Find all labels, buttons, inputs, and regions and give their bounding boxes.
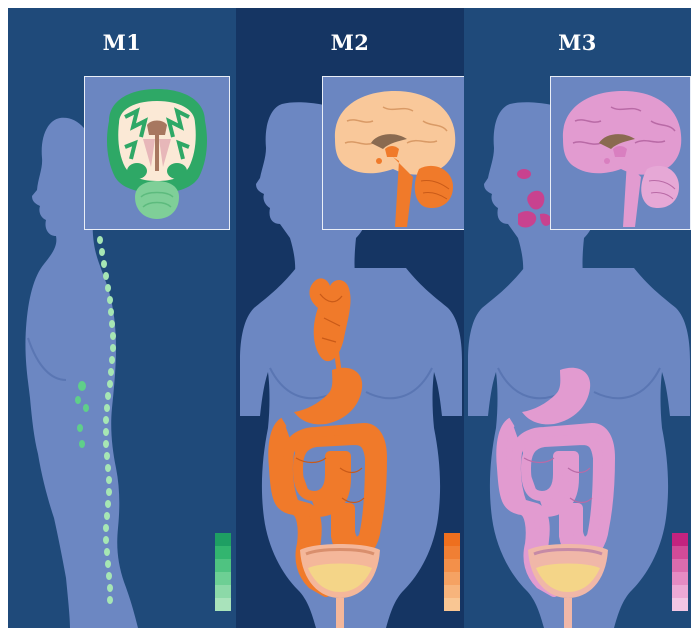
brain-sagittal-section (551, 77, 689, 228)
legend-swatch (672, 559, 688, 572)
legend-color-scale-m1 (215, 533, 231, 611)
brain-coronal-section (85, 77, 228, 228)
legend-color-scale-m2 (444, 533, 460, 611)
legend-swatch (215, 598, 231, 611)
panel-m1: M1 (8, 8, 236, 628)
legend-swatch (215, 559, 231, 572)
legend-swatch (672, 585, 688, 598)
brain-sagittal-inset (322, 76, 464, 230)
legend-swatch (444, 533, 460, 546)
legend-swatch (215, 572, 231, 585)
legend-swatch (444, 559, 460, 572)
brain-coronal-inset (84, 76, 230, 230)
legend-swatch (672, 533, 688, 546)
legend-color-scale-m3 (672, 533, 688, 611)
legend-swatch (215, 533, 231, 546)
brain-sagittal-section (323, 77, 464, 228)
legend-swatch (444, 598, 460, 611)
legend-swatch (672, 572, 688, 585)
legend-swatch (672, 598, 688, 611)
legend-swatch (444, 572, 460, 585)
panel-title-m2: M2 (236, 30, 464, 55)
panel-title-m1: M1 (8, 30, 236, 55)
legend-swatch (444, 546, 460, 559)
legend-swatch (215, 546, 231, 559)
legend-swatch (215, 585, 231, 598)
brain-sagittal-inset (550, 76, 691, 230)
legend-swatch (672, 546, 688, 559)
panel-m2: M2 (236, 8, 464, 628)
panel-title-m3: M3 (464, 30, 691, 55)
panel-m3: M3 (464, 8, 691, 628)
legend-swatch (444, 585, 460, 598)
